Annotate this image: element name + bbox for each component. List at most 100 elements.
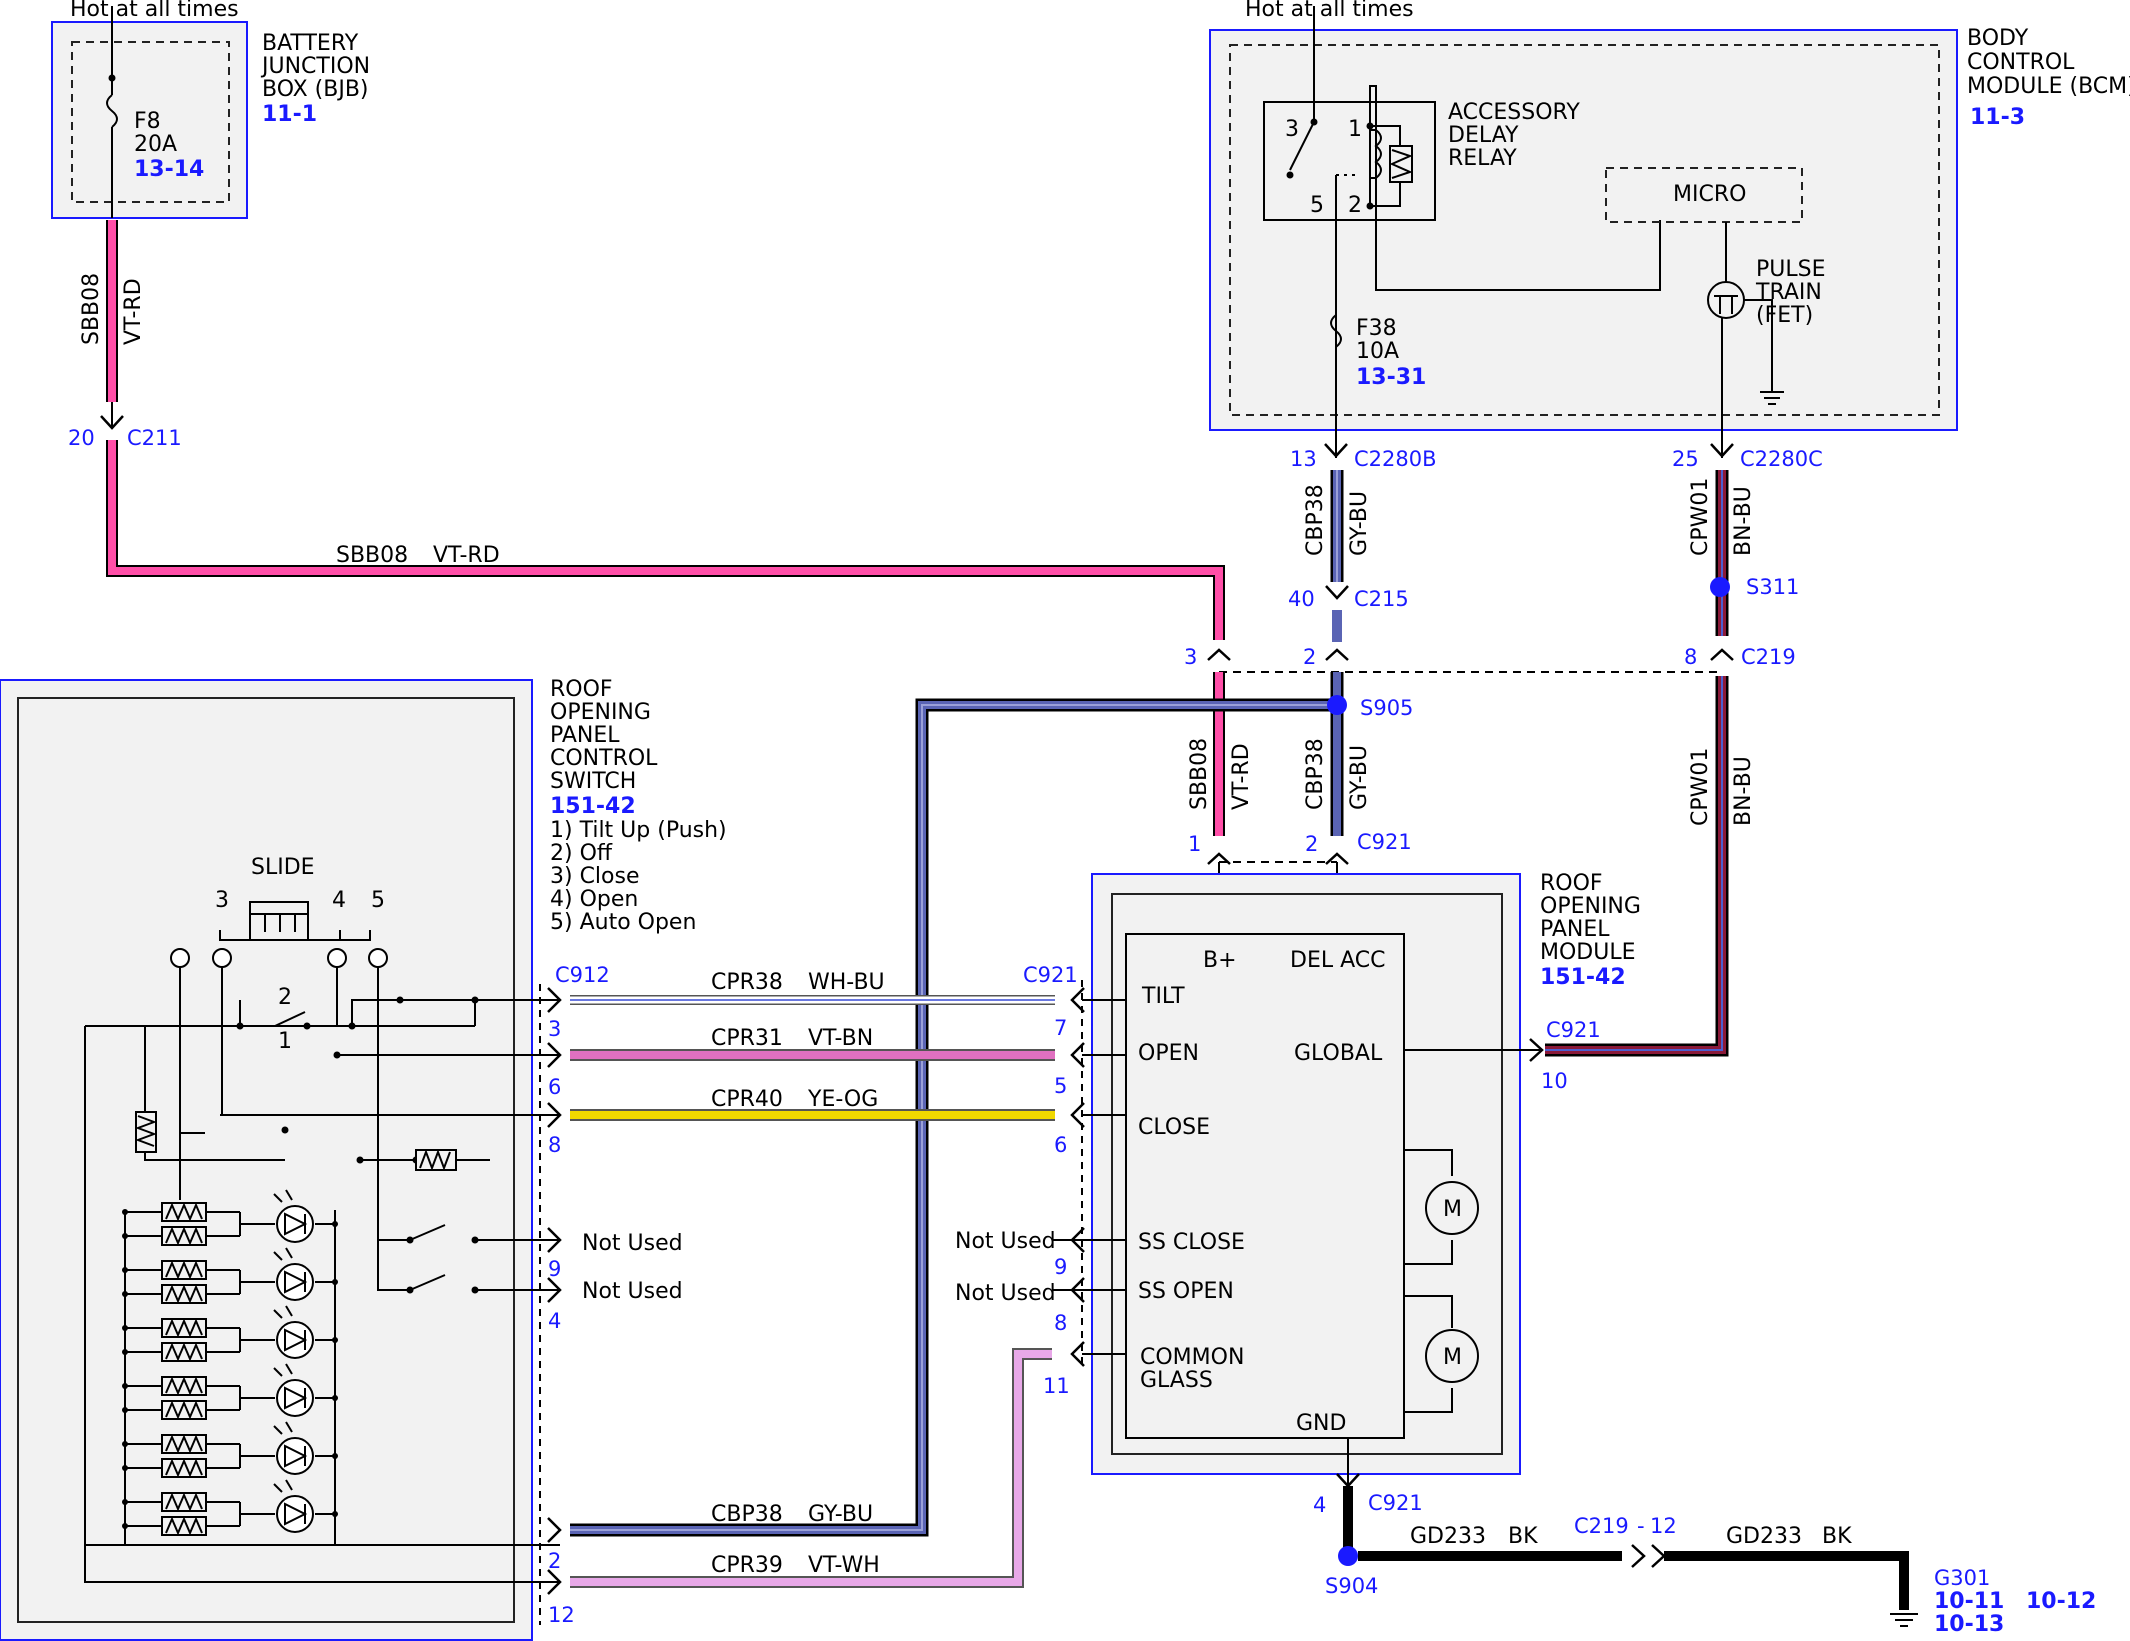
- c2280c-pin: 25: [1672, 447, 1699, 471]
- wire-color: BN-BU: [1731, 486, 1756, 556]
- relay-coil-icon: [1374, 129, 1382, 179]
- fuse-f8-ref: 13-14: [134, 157, 204, 182]
- roof-opening-panel-control-switch: ROOF OPENING PANEL CONTROL SWITCH 151-42…: [0, 677, 727, 1641]
- wire-sbb08-upper: SBB08 VT-RD: [79, 220, 146, 402]
- pin-ss-open: SS OPEN: [1138, 1279, 1234, 1304]
- bjb-title-2: JUNCTION: [260, 54, 370, 79]
- slide-pos-5: 5: [371, 888, 385, 913]
- switch-title-3: PANEL: [550, 723, 620, 748]
- connector-c2280b: 13 C2280B: [1290, 420, 1437, 471]
- connector-c215: 40 C215: [1288, 585, 1409, 642]
- contact-1-label: 1: [278, 1029, 292, 1054]
- led-row: [122, 1305, 338, 1362]
- switch-mode-4: 4) Open: [550, 887, 638, 912]
- wire-code: SBB08: [79, 273, 104, 345]
- pin-ss-close: SS CLOSE: [1138, 1230, 1245, 1255]
- pin-gnd: GND: [1296, 1411, 1346, 1436]
- wire-color: VT-RD: [433, 543, 500, 568]
- slide-label: SLIDE: [251, 855, 315, 880]
- pin-global: GLOBAL: [1294, 1041, 1383, 1066]
- wire-color: BN-BU: [1731, 756, 1756, 826]
- c912-pin-8: 8: [548, 1133, 561, 1157]
- g301-ref-1: 10-11: [1934, 1589, 2004, 1614]
- s311-label: S311: [1746, 575, 1799, 599]
- not-used-9: Not Used: [582, 1231, 683, 1256]
- pin-open: OPEN: [1138, 1041, 1199, 1066]
- c912-pin-9: 9: [548, 1257, 561, 1281]
- g301-ref-2: 10-13: [1934, 1612, 2004, 1637]
- module-title-4: MODULE: [1540, 940, 1636, 965]
- switch-title-1: ROOF: [550, 677, 613, 702]
- battery-junction-box: Hot at all times BATTERY JUNCTION BOX (B…: [51, 0, 370, 219]
- c912-pin-2: 2: [548, 1549, 561, 1573]
- c921-bottom-label: C921: [1368, 1491, 1423, 1515]
- wire-color: VT-RD: [121, 278, 146, 345]
- c211-label: C211: [127, 426, 182, 450]
- c921-top-pin-1: 1: [1188, 832, 1201, 856]
- wire-code: GD233: [1726, 1524, 1802, 1549]
- accessory-delay-relay: 3 1 5 2: [1263, 85, 1661, 420]
- pulse-title-2: TRAIN: [1755, 280, 1822, 305]
- switch-ref: 151-42: [550, 794, 636, 819]
- bcm-title-1: BODY: [1967, 26, 2029, 51]
- switch-mode-5: 5) Auto Open: [550, 910, 696, 935]
- c219-12-label: C219: [1574, 1514, 1629, 1538]
- wire-code: CPW01: [1688, 478, 1713, 556]
- contact-2-label: 2: [278, 985, 292, 1010]
- c211-pin: 20: [68, 426, 95, 450]
- c219-pin-8: 8: [1684, 645, 1697, 669]
- c215-label: C215: [1354, 587, 1409, 611]
- relay-title-2: DELAY: [1448, 123, 1519, 148]
- relay-title-1: ACCESSORY: [1448, 100, 1580, 125]
- c912-pin-4: 4: [548, 1309, 561, 1333]
- c921-left-pin-6: 6: [1054, 1133, 1067, 1157]
- splice-s311-dot: [1710, 577, 1730, 597]
- connector-c921-left: C921 7 5 6 9 8 11 Not Used Not Used: [955, 963, 1126, 1398]
- c2280b-pin: 13: [1290, 447, 1317, 471]
- c921-left-pin-8: 8: [1054, 1311, 1067, 1335]
- wire-cbp38-upper: CBP38 GY-BU: [1303, 470, 1372, 582]
- c921-left-pin-5: 5: [1054, 1074, 1067, 1098]
- bjb-ref: 11-1: [262, 102, 317, 127]
- wire-code: CBP38: [1303, 484, 1328, 556]
- c912-label: C912: [555, 963, 610, 987]
- relay-title-3: RELAY: [1448, 146, 1517, 171]
- wire-code: CBP38: [1303, 738, 1328, 810]
- bjb-hot-label: Hot at all times: [70, 0, 239, 22]
- led-row: [122, 1247, 338, 1304]
- c921-left-pin-9: 9: [1054, 1255, 1067, 1279]
- led-row: [122, 1421, 338, 1478]
- wire-code: CPR39: [711, 1553, 783, 1578]
- fuse-f8-name: F8: [134, 109, 161, 134]
- connector-c2280c: 25 C2280C: [1672, 420, 1823, 471]
- wire-cpw01-upper: CPW01 BN-BU S311: [1688, 470, 1799, 636]
- c921-right-pin: 10: [1541, 1069, 1568, 1093]
- bcm-ref: 11-3: [1970, 105, 2025, 130]
- wire-color: VT-BN: [808, 1026, 873, 1051]
- connector-c211: 20 C211: [68, 402, 182, 450]
- switch-title-4: CONTROL: [550, 746, 658, 771]
- relay-pin-3: 3: [1285, 117, 1299, 142]
- wire-code: SBB08: [336, 543, 408, 568]
- pin-tilt: TILT: [1141, 984, 1185, 1009]
- pin-delacc: DEL ACC: [1290, 948, 1385, 973]
- pin-common: COMMON: [1140, 1345, 1244, 1370]
- led-icon: [276, 1437, 314, 1475]
- connector-c921-bottom: 4 C921: [1313, 1473, 1423, 1517]
- led-icon: [276, 1379, 314, 1417]
- wire-color: WH-BU: [808, 970, 885, 995]
- bcm-hot-label: Hot at all times: [1245, 0, 1414, 22]
- not-used-4: Not Used: [582, 1279, 683, 1304]
- module-title-3: PANEL: [1540, 917, 1610, 942]
- wire-code: CBP38: [711, 1502, 783, 1527]
- s904-label: S904: [1325, 1574, 1378, 1598]
- wire-color: VT-WH: [808, 1553, 880, 1578]
- slide-pos-4: 4: [332, 888, 346, 913]
- not-used-ss-close: Not Used: [955, 1229, 1056, 1254]
- wire-sbb08-middle: SBB08 VT-RD: [1187, 672, 1254, 836]
- motor-2-icon: [1425, 1329, 1479, 1383]
- pulse-title-3: (FET): [1756, 303, 1813, 328]
- wire-code: CPR40: [711, 1087, 783, 1112]
